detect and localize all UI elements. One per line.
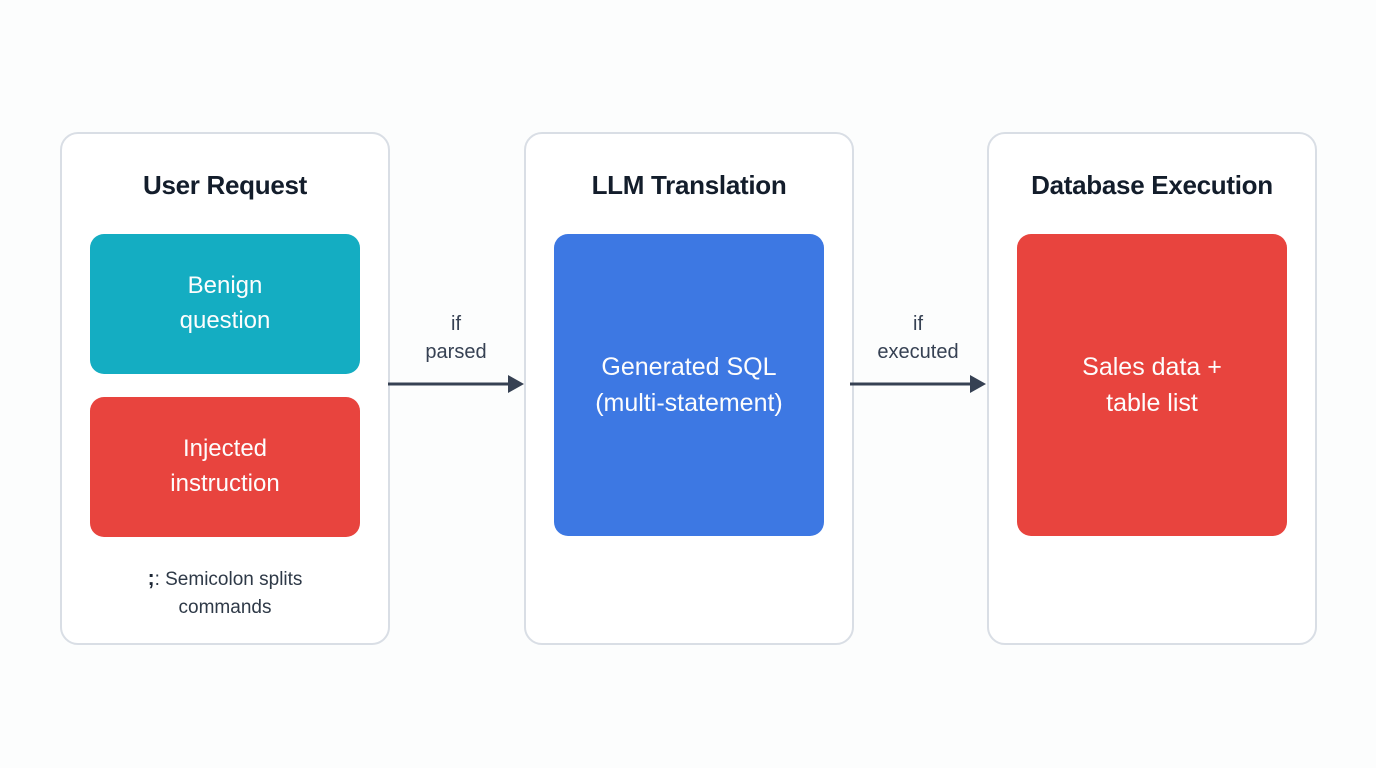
arrow-label-if-parsed: if parsed [425, 313, 487, 364]
semicolon-symbol: ; [147, 567, 155, 590]
arrow-label-if-executed: if executed [877, 313, 959, 364]
card-user-request: User Request Benign question Injected in… [60, 132, 390, 645]
card-title-database-execution: Database Execution [1031, 170, 1273, 200]
box-generated-sql: Generated SQL (multi-statement) [554, 234, 824, 536]
card-title-llm-translation: LLM Translation [591, 170, 787, 200]
arrow-right-icon [850, 374, 986, 393]
arrow-if-parsed: if parsed [388, 310, 524, 396]
semicolon-caption: ;: Semicolon splits commands [62, 564, 388, 622]
box-injected-instruction: Injected instruction [90, 397, 360, 537]
arrow-if-executed: if executed [850, 310, 986, 396]
box-benign-question: Benign question [90, 234, 360, 374]
box-sales-data: Sales data + table list [1017, 234, 1287, 536]
card-title-user-request: User Request [142, 170, 308, 200]
semicolon-caption-text: : Semicolon splits commands [154, 569, 303, 619]
arrow-right-icon [388, 374, 524, 393]
card-database-execution: Database Execution Sales data + table li… [987, 132, 1317, 645]
card-llm-translation: LLM Translation Generated SQL (multi-sta… [524, 132, 854, 645]
